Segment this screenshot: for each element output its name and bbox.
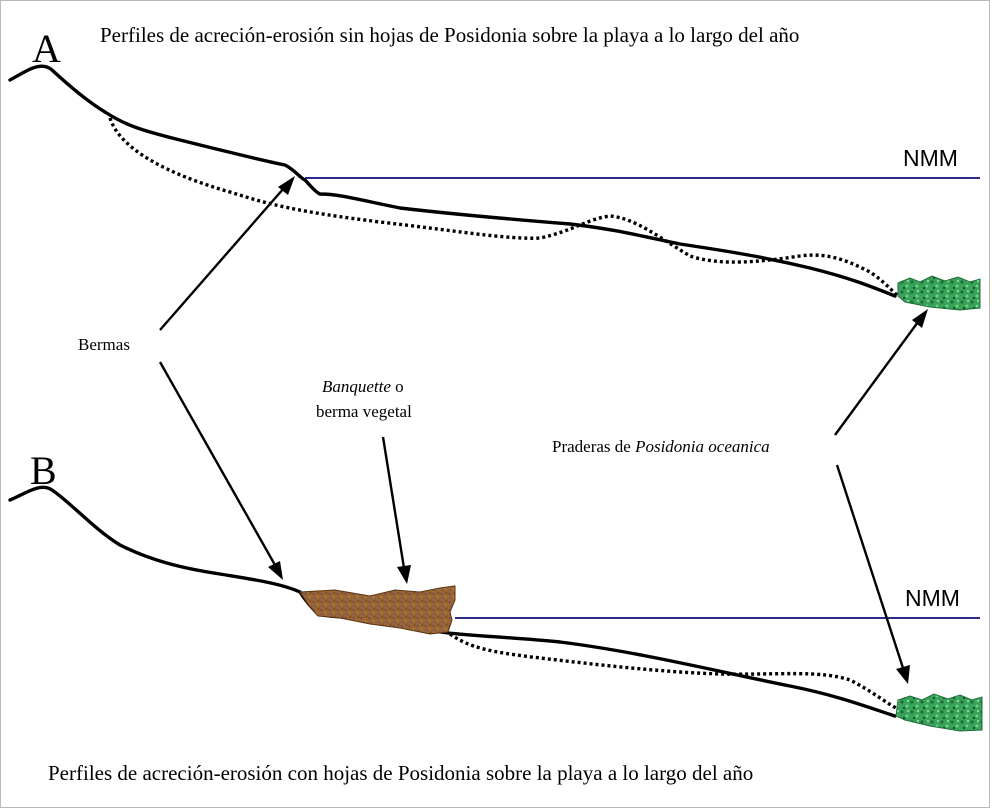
meadows-arrow-a: [834, 321, 919, 436]
panel-a-posidonia-meadow: [897, 275, 981, 311]
berms-label: Bermas: [78, 335, 130, 354]
banquette-label-line2: berma vegetal: [316, 402, 412, 421]
berms-arrow-a-head: [278, 176, 295, 195]
meadows-label-species: Posidonia oceanica: [634, 437, 770, 456]
panel-b-dotted-profile: [449, 632, 897, 710]
panel-a-sea-level-label: NMM: [903, 145, 958, 171]
banquette-deposit: [299, 585, 456, 635]
panel-a-dotted-profile: [108, 117, 900, 298]
banquette-arrow: [381, 436, 406, 569]
panel-b-sea-level-label: NMM: [905, 585, 960, 611]
panel-b-letter: B: [30, 448, 57, 493]
meadows-arrow-a-head: [912, 309, 928, 328]
meadows-arrow-b-head: [896, 665, 910, 684]
panel-b-title: Perfiles de acreción-erosión con hojas d…: [48, 761, 753, 785]
banquette-label: Banquette o: [322, 377, 404, 396]
meadows-label-prefix: Praderas de: [552, 437, 635, 456]
meadows-label: Praderas de Posidonia oceanica: [552, 437, 770, 456]
banquette-label-rest: o: [391, 377, 404, 396]
meadows-arrow-b: [835, 464, 905, 669]
panel-a-letter: A: [32, 26, 61, 71]
panel-b-posidonia-meadow: [895, 693, 983, 732]
panel-a-title: Perfiles de acreción-erosión sin hojas d…: [100, 23, 799, 47]
berms-arrow-a: [159, 187, 285, 331]
banquette-label-italic: Banquette: [322, 377, 391, 396]
berms-arrow-b-head: [268, 561, 283, 580]
banquette-arrow-head: [397, 565, 411, 584]
panel-a-solid-profile: [8, 64, 897, 298]
berms-arrow-b: [158, 361, 277, 566]
